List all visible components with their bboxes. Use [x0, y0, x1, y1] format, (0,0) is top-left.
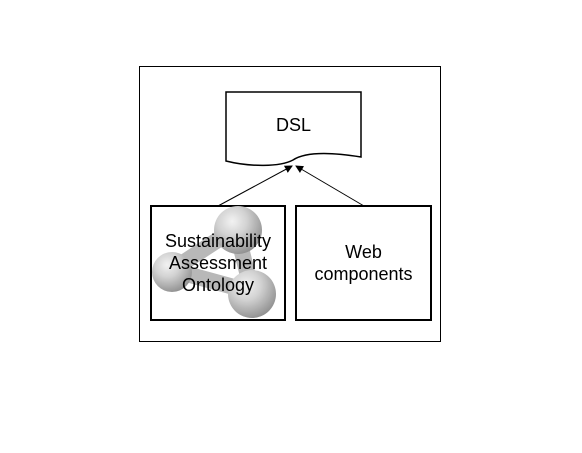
diagram-frame: [139, 66, 441, 342]
web-components-label-line-1: Web: [345, 242, 382, 262]
arrow-ontology-to-dsl: [217, 165, 293, 207]
web-components-label: Web components: [296, 206, 431, 320]
ontology-label-line-2: Assessment: [168, 253, 268, 273]
dsl-document-shape: [225, 91, 362, 167]
ontology-label-line-1: Sustainability: [164, 231, 272, 251]
molecule-icon: [152, 206, 276, 318]
web-components-label-line-2: components: [314, 264, 413, 284]
arrow-web-to-dsl: [295, 165, 365, 207]
dsl-label-text: DSL: [275, 115, 311, 135]
dsl-label: DSL: [226, 92, 361, 158]
ontology-label-line-3: Ontology: [181, 275, 255, 295]
ontology-label: Sustainability Assessment Ontology: [151, 206, 285, 320]
